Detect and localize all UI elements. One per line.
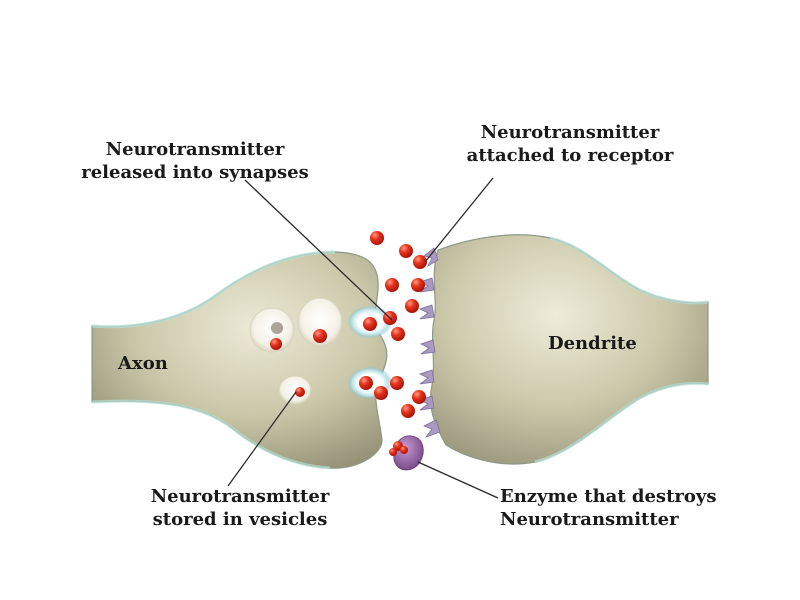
label-enzyme-line1: Enzyme that destroys: [500, 486, 717, 507]
label-attached-line2: attached to receptor: [466, 145, 674, 166]
vesicle: [297, 297, 343, 347]
receptor: [423, 419, 441, 438]
vesicle: [278, 375, 312, 405]
neurotransmitter-molecule: [370, 231, 384, 245]
neurotransmitter-molecule: [405, 299, 419, 313]
neurotransmitter-dot: [270, 338, 282, 350]
neurotransmitter-molecule: [401, 404, 415, 418]
receptor: [418, 304, 435, 320]
leader-line-released: [244, 179, 393, 321]
receptor: [419, 339, 436, 355]
enzyme: [393, 435, 424, 471]
neurotransmitter-molecule: [412, 390, 426, 404]
label-neurotransmitter-stored: Neurotransmitter stored in vesicles: [130, 485, 350, 531]
leader-line-attached: [424, 177, 494, 263]
neurotransmitter-molecule: [390, 376, 404, 390]
label-released-line1: Neurotransmitter: [105, 139, 285, 160]
neurotransmitter-molecule: [399, 244, 413, 258]
neurotransmitter-molecule: [400, 446, 408, 454]
receptor: [418, 369, 435, 385]
leader-lines: [227, 177, 499, 499]
dendrite-body: [429, 234, 709, 465]
neurotransmitter-dot: [313, 329, 327, 343]
neurotransmitter-molecule: [385, 278, 399, 292]
neurotransmitter-molecule: [389, 448, 397, 456]
label-axon: Axon: [118, 353, 168, 374]
label-attached-line1: Neurotransmitter: [480, 122, 660, 143]
label-released-line2: released into synapses: [81, 162, 309, 183]
neurotransmitter-molecule: [391, 327, 405, 341]
label-neurotransmitter-attached: Neurotransmitter attached to receptor: [455, 121, 685, 167]
neurotransmitter-molecule: [374, 386, 388, 400]
neurotransmitter-dot: [295, 387, 305, 397]
leader-line-stored: [227, 391, 297, 487]
receptor: [423, 247, 439, 268]
neurotransmitter-molecule: [413, 255, 427, 269]
neurotransmitter-molecule: [359, 376, 373, 390]
label-enzyme-line2: Neurotransmitter: [500, 509, 679, 530]
label-enzyme: Enzyme that destroys Neurotransmitter: [500, 485, 716, 531]
label-stored-line2: stored in vesicles: [152, 509, 328, 530]
receptors: [418, 247, 441, 438]
label-neurotransmitter-released: Neurotransmitter released into synapses: [70, 138, 320, 184]
label-dendrite: Dendrite: [548, 333, 637, 354]
leader-line-enzyme: [417, 461, 499, 499]
neurotransmitter-molecule: [363, 317, 377, 331]
neurotransmitter-molecule: [411, 278, 425, 292]
label-stored-line1: Neurotransmitter: [150, 486, 330, 507]
